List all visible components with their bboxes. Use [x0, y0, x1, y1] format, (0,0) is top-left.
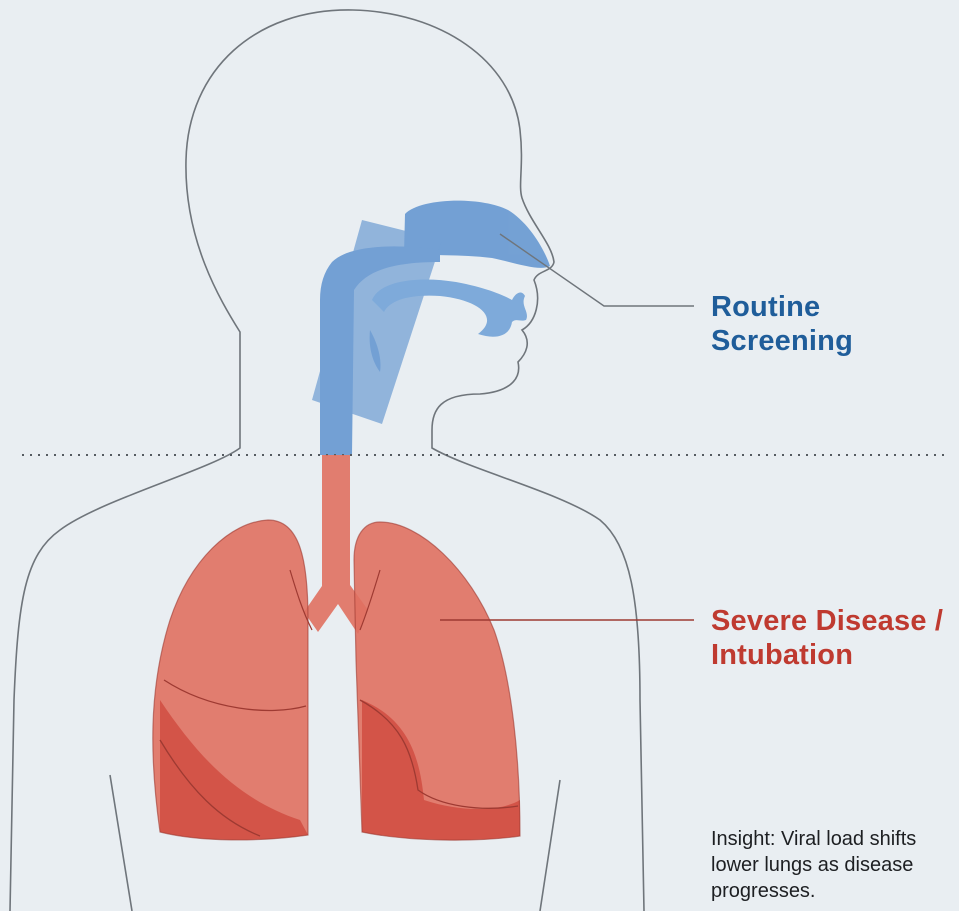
routine-label-line1: Routine [711, 290, 853, 324]
insight-caption: Insight: Viral load shifts lower lungs a… [711, 826, 959, 904]
insight-line1: Insight: Viral load shifts [711, 826, 959, 852]
severe-label-line1: Severe Disease / [711, 604, 943, 638]
severe-disease-label: Severe Disease / Intubation [711, 604, 943, 672]
lower-airway [153, 455, 520, 840]
routine-label-line2: Screening [711, 324, 853, 358]
insight-line2: lower lungs as disease [711, 852, 959, 878]
insight-line3: progresses. [711, 878, 959, 904]
right-arm-line [540, 780, 560, 911]
left-arm-line [110, 775, 132, 911]
routine-screening-label: Routine Screening [711, 290, 853, 358]
upper-airway [312, 201, 550, 455]
severe-label-line2: Intubation [711, 638, 943, 672]
